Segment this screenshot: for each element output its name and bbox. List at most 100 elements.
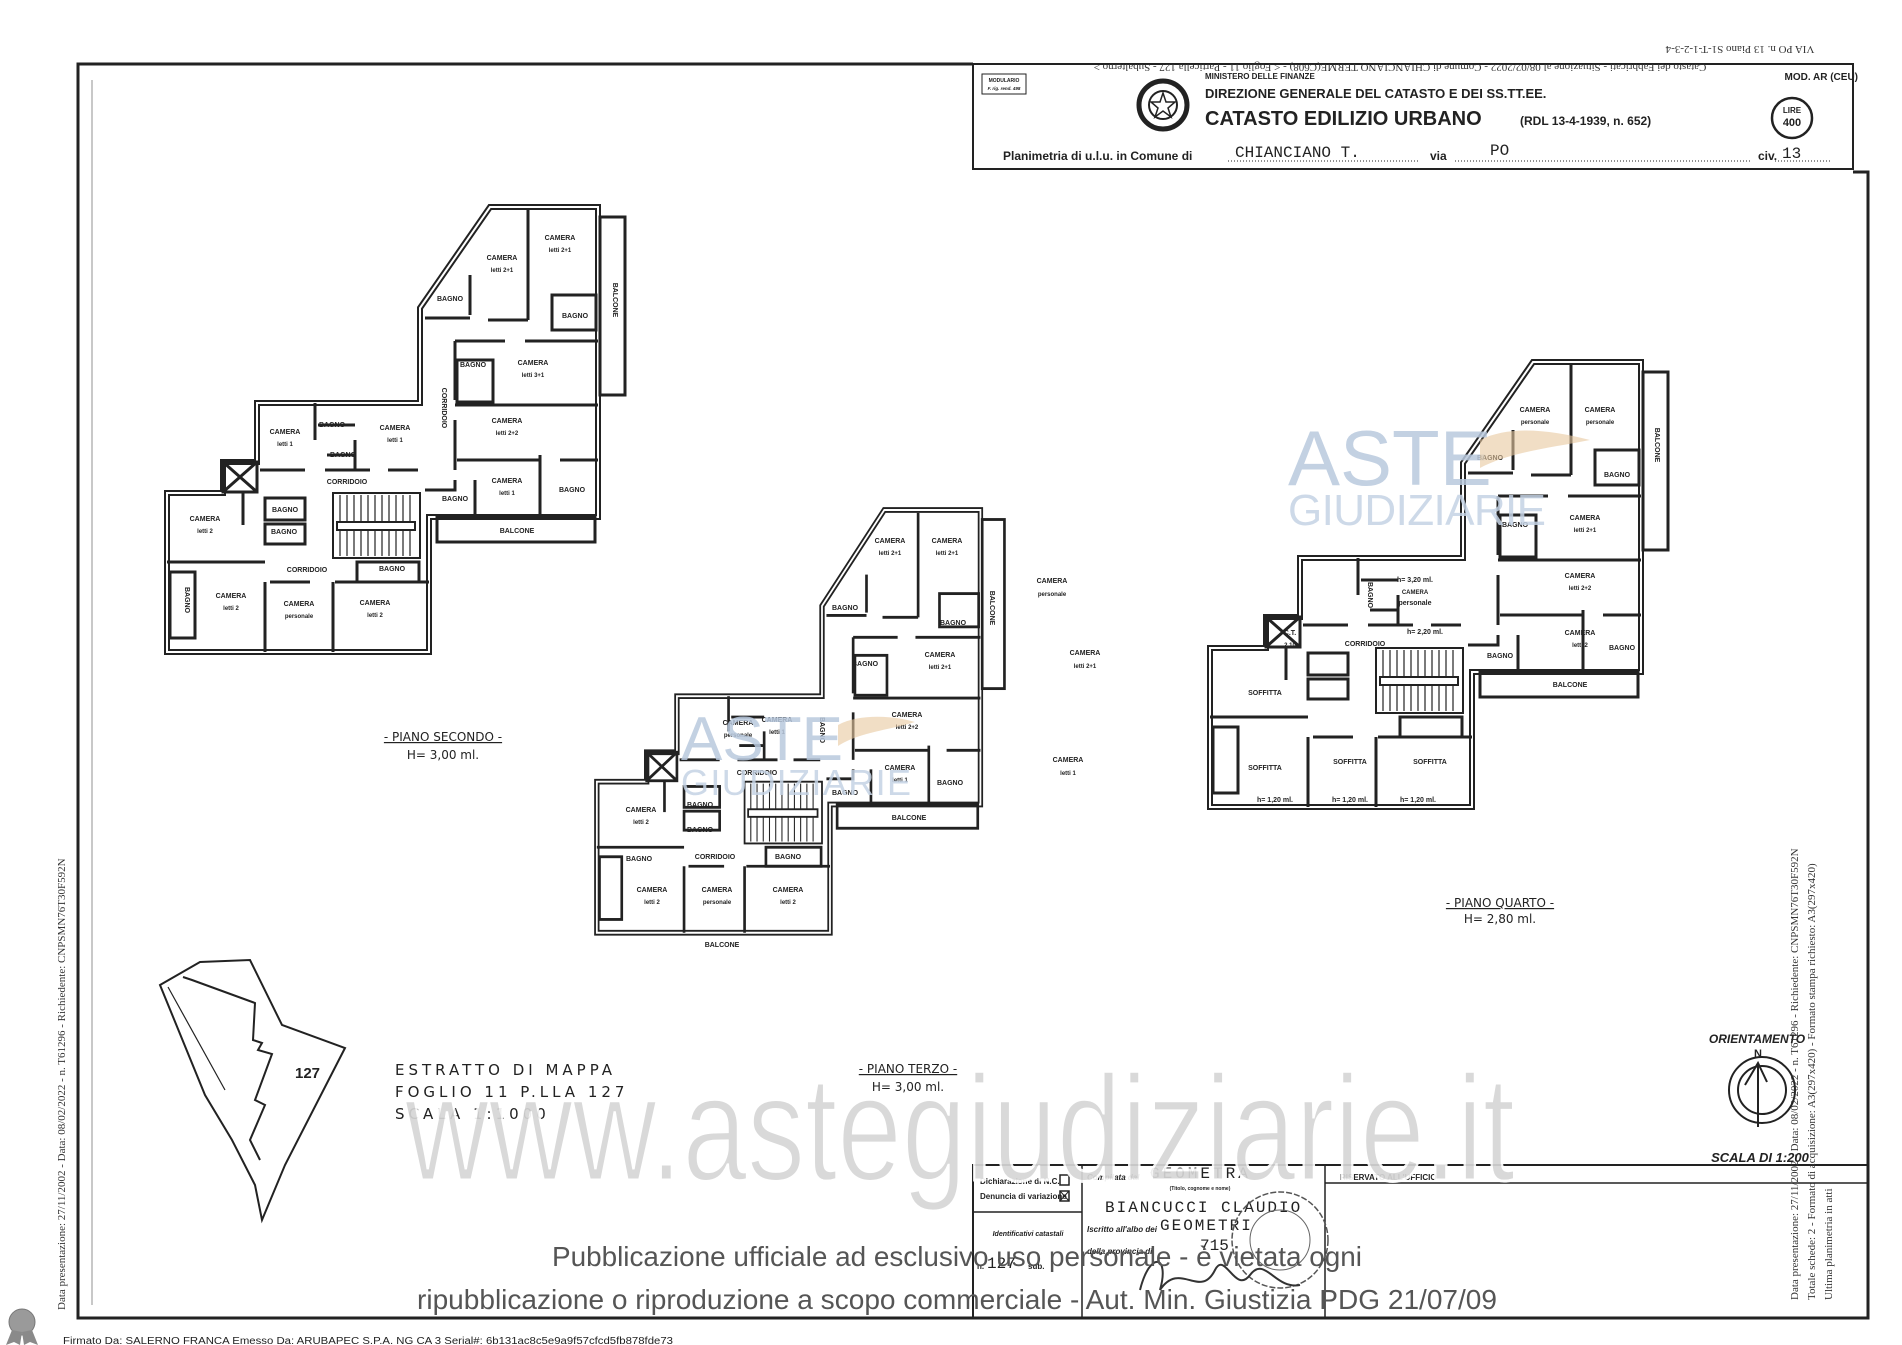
right-side-info-3: Ultima planimetria in atti [1823,1189,1835,1301]
inverted-situation: Catasto dei Fabbricati - Situazione al 0… [1094,61,1707,73]
publication-notice-1: Pubblicazione ufficiale ad esclusivo uso… [552,1241,1362,1272]
right-side-info-1: Data presentazione: 27/11/2002 - Data: 0… [1789,848,1801,1300]
room-label: CAMERA [360,600,391,607]
plan-title-secondo: - PIANO SECONDO - [384,730,502,744]
nc-checkbox [1059,1174,1070,1186]
iscritto-label: Iscritto all'albo dei [1087,1225,1158,1234]
room-label: BAGNO [626,856,653,863]
aste-logo-watermark: ASTE GIUDIZIARIE [681,705,915,803]
parcel-number: 127 [295,1065,320,1082]
room-label: personale [1398,600,1431,607]
denuncia-label: Denuncia di variazione [980,1192,1067,1201]
room-label: CAMERA [270,429,301,436]
room-label: personale [1038,592,1067,598]
room-label: BAGNO [272,507,299,514]
svg-text:GIUDIZIARIE: GIUDIZIARIE [1288,486,1546,535]
room-label: CAMERA [1565,573,1596,580]
room-label: CAMERA [545,235,576,242]
map-sheet: FOGLIO 11 P.LLA 127 [395,1083,628,1101]
room-label: CAMERA [1070,650,1101,657]
variazione-checkbox [1059,1190,1070,1202]
room-label: CAMERA [1402,590,1429,596]
room-label: personale [1586,420,1615,426]
title-block-text: Dichiarazione di N.C. Denuncia di variaz… [977,1165,1437,1291]
sub-label: sub. [1028,1262,1044,1271]
room-label: BAGNO [559,487,586,494]
room-label: letti 1 [277,442,293,448]
civ-value: 13 [1782,145,1801,163]
room-label: CAMERA [925,652,956,659]
room-label: CORRIDOIO [327,479,368,486]
room-label: h= 1,20 ml. [1400,797,1436,804]
room-label: BALCONE [705,942,740,949]
plan-title-terzo: - PIANO TERZO - [859,1062,957,1076]
room-label: letti 2+1 [1574,528,1597,534]
room-label: BAGNO [1502,522,1529,529]
room-label: CAMERA [637,887,668,894]
room-label: letti 1 [1060,771,1076,777]
room-label: BALCONE [988,591,995,626]
via-label: via [1430,149,1447,163]
room-label: CORRIDOIO [695,854,736,861]
room-label: BALCONE [892,815,927,822]
room-label: letti 2+2 [896,725,919,731]
room-label: BAGNO [330,452,357,459]
room-label: CAMERA [702,887,733,894]
map-excerpt: 127 ESTRATTO DI MAPPA FOGLIO 11 P.LLA 12… [158,958,628,1224]
room-label: letti 2 [780,900,796,906]
identificativi-label: Identificativi catastali [993,1231,1065,1238]
catasto-title: CATASTO EDILIZIO URBANO [1205,108,1482,130]
comune-value: CHIANCIANO T. [1235,144,1360,162]
digital-signature-text: Firmato Da: SALERNO FRANCA Emesso Da: AR… [63,1336,673,1345]
room-label: CAMERA [492,478,523,485]
room-label: h= 2,20 ml. [1407,629,1443,636]
room-label: BAGNO [437,296,464,303]
svg-text:GIUDIZIARIE: GIUDIZIARIE [681,762,911,803]
room-label: BAGNO [319,422,346,429]
room-label: BAGNO [271,529,298,536]
room-label: letti 1 [387,438,403,444]
ministry: MINISTERO DELLE FINANZE [1205,72,1315,81]
room-label: letti 2+1 [929,665,952,671]
room-label: CAMERA [885,765,916,772]
via-value: PO [1490,142,1509,160]
room-label: BAGNO [562,313,589,320]
room-label: letti 2+1 [1074,664,1097,670]
orientation-label: ORIENTAMENTO [1709,1032,1806,1046]
digital-signature-ribbon-icon [6,1308,38,1345]
url-watermark: www.astegiudiziarie.it [404,1044,1515,1212]
dichiarazione-label: Dichiarazione di N.C. [980,1177,1060,1186]
room-label: CORRIDOIO [287,567,328,574]
room-label: BAGNO [379,566,406,573]
room-label: letti 2 [633,820,649,826]
room-label: SOFFITTA [1333,759,1367,766]
model-code: MOD. AR (CEU) [1784,72,1858,83]
riservato-label: RISERVATO ALL'UFFICIO [1340,1173,1437,1182]
svg-text:ASTE: ASTE [1288,414,1492,502]
room-label: letti 2 [367,613,383,619]
room-label: letti 1 [499,491,515,497]
room-label: letti 3+1 [522,373,545,379]
room-label: BALCONE [1553,682,1588,689]
lire-label: LIRE [1783,106,1802,115]
room-label: h= 3,20 ml. [1397,577,1433,584]
room-label: letti 2 [1572,643,1588,649]
room-label: C.T. [1284,630,1297,637]
room-label: BAGNO [183,587,190,614]
title-block [972,1164,1868,1318]
room-label: CAMERA [492,418,523,425]
room-label: CAMERA [1565,630,1596,637]
room-label: CAMERA [892,712,923,719]
room-label: CAMERA [1585,407,1616,414]
room-label: BAGNO [1366,582,1373,609]
map-excerpt-title: ESTRATTO DI MAPPA [395,1061,616,1079]
room-label: CAMERA [773,887,804,894]
room-label: BAGNO [852,661,879,668]
compilata-value: GEOMETRA [1150,1165,1251,1183]
room-label: letti 1 [892,778,908,784]
albo-number: 715 [1200,1237,1229,1255]
n-label: n. [977,1262,984,1271]
room-label: BALCONE [1653,428,1660,463]
lire-value: 400 [1783,117,1801,129]
